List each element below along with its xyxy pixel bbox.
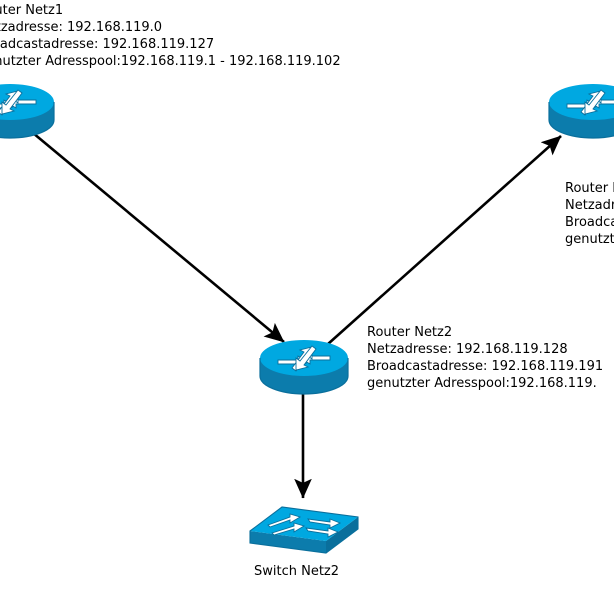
netz2-address-pool: genutzter Adresspool:192.168.119.	[367, 376, 597, 391]
router-netz3-info-text: Router Netz3 Netzadresse: Broadcastadres…	[565, 180, 614, 248]
netz1-title: Router Netz1	[0, 3, 64, 18]
netz3-network-address: Netzadresse:	[565, 198, 614, 213]
link-netz2-to-netz3	[327, 135, 562, 345]
netz3-title: Router Netz3	[565, 181, 614, 196]
switch-netz2-label: Switch Netz2	[254, 564, 340, 579]
switch-netz2-icon[interactable]	[248, 495, 360, 561]
router-netz3-icon[interactable]	[547, 82, 614, 144]
router-netz1-icon[interactable]	[0, 82, 56, 144]
netz2-title: Router Netz2	[367, 325, 453, 340]
netz1-address-pool: genutzter Adresspool:192.168.119.1 - 192…	[0, 54, 341, 69]
netz1-network-address: Netzadresse: 192.168.119.0	[0, 20, 163, 35]
router-netz2-info-text: Router Netz2 Netzadresse: 192.168.119.12…	[367, 324, 603, 392]
netz3-address-pool: genutzter Adresspool:	[565, 232, 614, 247]
router-netz1-info-text: Router Netz1 Netzadresse: 192.168.119.0 …	[0, 2, 341, 70]
router-netz2-icon[interactable]	[258, 338, 350, 400]
netz2-broadcast-address: Broadcastadresse: 192.168.119.191	[367, 359, 604, 374]
netz1-broadcast-address: Broadcastadresse: 192.168.119.127	[0, 37, 215, 52]
netz3-broadcast-address: Broadcastadresse:	[565, 215, 614, 230]
netz2-network-address: Netzadresse: 192.168.119.128	[367, 342, 568, 357]
link-netz1-to-netz2	[32, 132, 285, 343]
